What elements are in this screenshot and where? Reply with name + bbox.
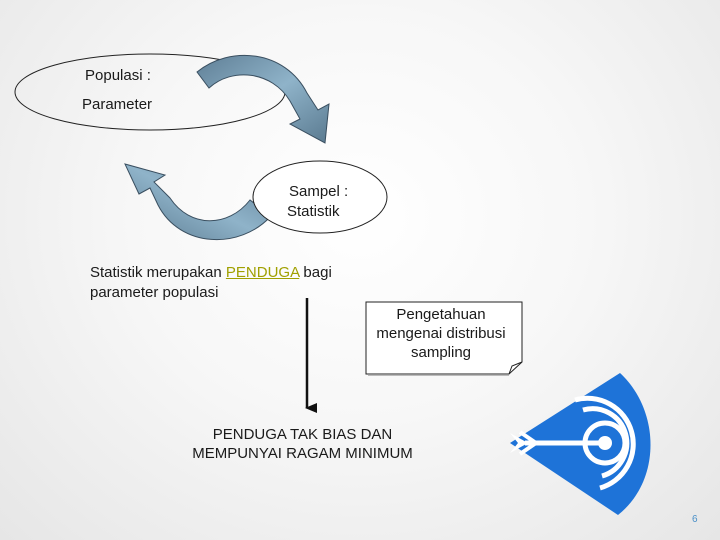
note-shadow (368, 375, 509, 376)
curved-arrow-icon (124, 163, 272, 241)
result-line1: PENDUGA TAK BIAS DAN (212, 426, 393, 443)
parameter-label: Parameter (82, 96, 153, 113)
statement-highlight: PENDUGA (225, 264, 300, 281)
curved-arrow-icon (196, 54, 330, 144)
target-dart-icon (510, 373, 651, 515)
page-number: 6 (692, 514, 698, 525)
sample-label: Sampel : (289, 183, 349, 200)
population-label: Populasi : (85, 67, 151, 84)
note-fold (508, 361, 523, 375)
statistic-label: Statistik (287, 203, 340, 220)
note-line3: sampling (410, 344, 472, 361)
statement-text-before: Statistik merupakan (90, 264, 226, 281)
note-box (365, 301, 523, 375)
note-line1: Pengetahuan (396, 306, 486, 323)
note-line2: mengenai distribusi (376, 325, 506, 342)
statement-line1: Statistik merupakan PENDUGA bagi (90, 264, 332, 282)
statement-text-after: bagi (299, 264, 332, 281)
result-line2: MEMPUNYAI RAGAM MINIMUM (192, 445, 413, 462)
statement-line2: parameter populasi (90, 284, 219, 301)
sample-ellipse (252, 160, 388, 234)
